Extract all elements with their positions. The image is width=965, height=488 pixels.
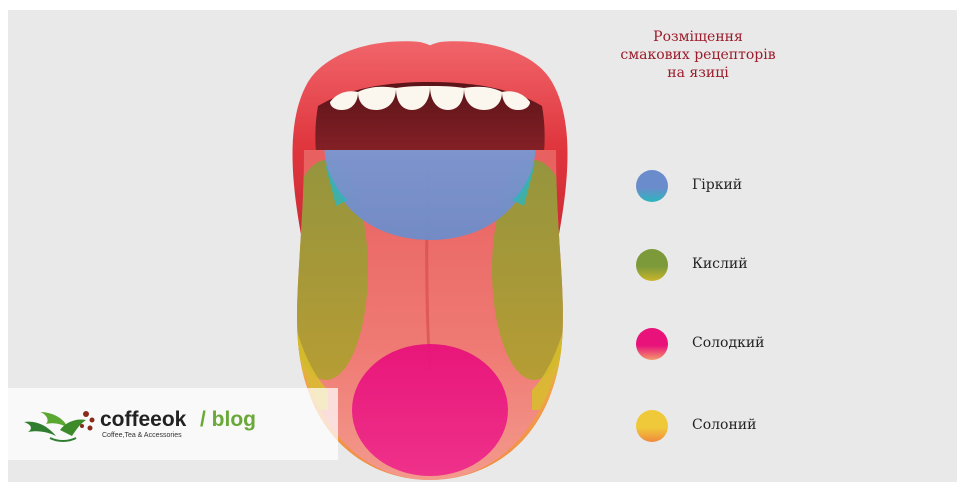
diagram-title: Розміщення смакових рецепторів на язиці [598, 28, 798, 82]
legend-item-salty: Солоний [636, 410, 826, 446]
legend-item-sweet: Солодкий [636, 328, 826, 364]
title-line: на язиці [598, 64, 798, 82]
bird-logo-icon [20, 402, 98, 446]
legend-swatch [636, 249, 668, 281]
legend-label: Солоний [692, 417, 756, 433]
title-line: смакових рецепторів [598, 46, 798, 64]
diagram-panel: Розміщення смакових рецепторів на язиці … [8, 10, 957, 482]
legend-label: Кислий [692, 256, 748, 272]
cropped-heading-strip [0, 0, 965, 10]
legend-swatch [636, 328, 668, 360]
legend-label: Солодкий [692, 335, 765, 351]
legend-item-sour: Кислий [636, 249, 826, 285]
legend-swatch [636, 410, 668, 442]
legend-swatch [636, 170, 668, 202]
blog-label: / blog [200, 408, 256, 432]
legend-item-bitter: Гіркий [636, 170, 826, 206]
title-line: Розміщення [598, 28, 798, 46]
brand-name: coffeeok [100, 408, 186, 432]
brand-tagline: Coffee,Tea & Accessories [102, 432, 182, 439]
legend-label: Гіркий [692, 177, 742, 193]
logo-bar[interactable]: coffeeok / blog Coffee,Tea & Accessories [8, 388, 338, 460]
sweet-zone [352, 344, 508, 476]
